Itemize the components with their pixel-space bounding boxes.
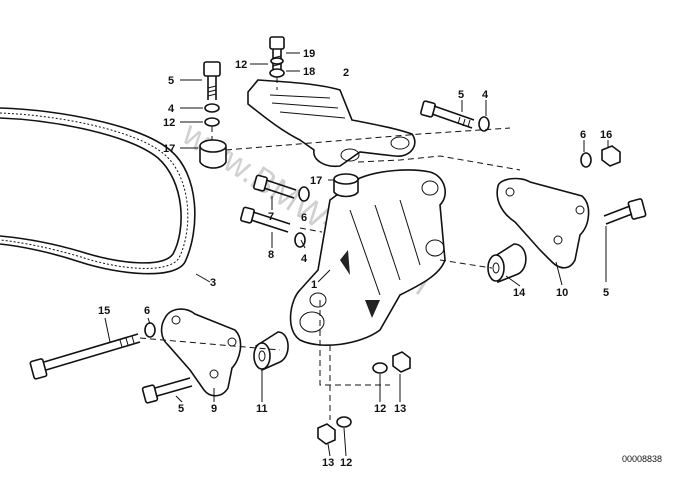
callout-9: 9 xyxy=(211,403,217,415)
bolt-19 xyxy=(269,36,285,70)
callout-5: 5 xyxy=(458,89,464,101)
callout-7: 7 xyxy=(268,211,274,223)
callout-19: 19 xyxy=(303,48,315,60)
bolt-8 xyxy=(240,206,291,233)
bushing-14 xyxy=(487,243,527,284)
catalog-number: 00008838 xyxy=(622,454,662,464)
upper-bracket xyxy=(247,79,416,168)
callout-13: 13 xyxy=(394,403,406,415)
callout-17: 17 xyxy=(310,175,322,187)
bushing-11 xyxy=(253,331,289,372)
main-bracket xyxy=(289,169,446,346)
callout-1: 1 xyxy=(311,279,317,291)
callout-17: 17 xyxy=(163,143,175,155)
rubber-mount-17b xyxy=(333,173,359,198)
callout-16: 16 xyxy=(600,129,612,141)
right-bracket xyxy=(496,177,590,269)
callout-4: 4 xyxy=(168,103,175,115)
callouts: 19 12 18 2 5 4 12 17 5 4 6 16 17 7 6 8 4… xyxy=(98,48,612,469)
callout-4: 4 xyxy=(301,253,308,265)
drive-belt xyxy=(0,107,196,275)
callout-13: 13 xyxy=(322,457,334,469)
callout-2: 2 xyxy=(343,67,349,79)
callout-5: 5 xyxy=(178,403,184,415)
callout-5: 5 xyxy=(168,75,174,87)
callout-6: 6 xyxy=(301,212,307,224)
rubber-mount-17a xyxy=(199,139,227,169)
callout-18: 18 xyxy=(303,66,315,78)
callout-3: 3 xyxy=(210,277,216,289)
callout-15: 15 xyxy=(98,305,110,317)
leader-lines xyxy=(104,52,609,457)
callout-5: 5 xyxy=(603,287,609,299)
assembly-lines xyxy=(139,77,521,420)
callout-6: 6 xyxy=(144,305,150,317)
callout-12: 12 xyxy=(340,457,352,469)
bolt-5-right xyxy=(420,100,475,129)
callout-12: 12 xyxy=(235,59,247,71)
callout-8: 8 xyxy=(268,249,274,261)
callout-11: 11 xyxy=(256,403,268,415)
bolt-7 xyxy=(253,174,297,199)
bolt-15 xyxy=(29,333,141,380)
callout-12: 12 xyxy=(163,117,175,129)
bolt-5-far-right xyxy=(603,198,647,225)
callout-6: 6 xyxy=(580,129,586,141)
callout-4: 4 xyxy=(482,89,489,101)
callout-14: 14 xyxy=(513,287,526,299)
callout-12: 12 xyxy=(374,403,386,415)
bolt-5-lower xyxy=(141,377,193,404)
bolt-5-top xyxy=(203,61,221,100)
callout-10: 10 xyxy=(556,287,568,299)
